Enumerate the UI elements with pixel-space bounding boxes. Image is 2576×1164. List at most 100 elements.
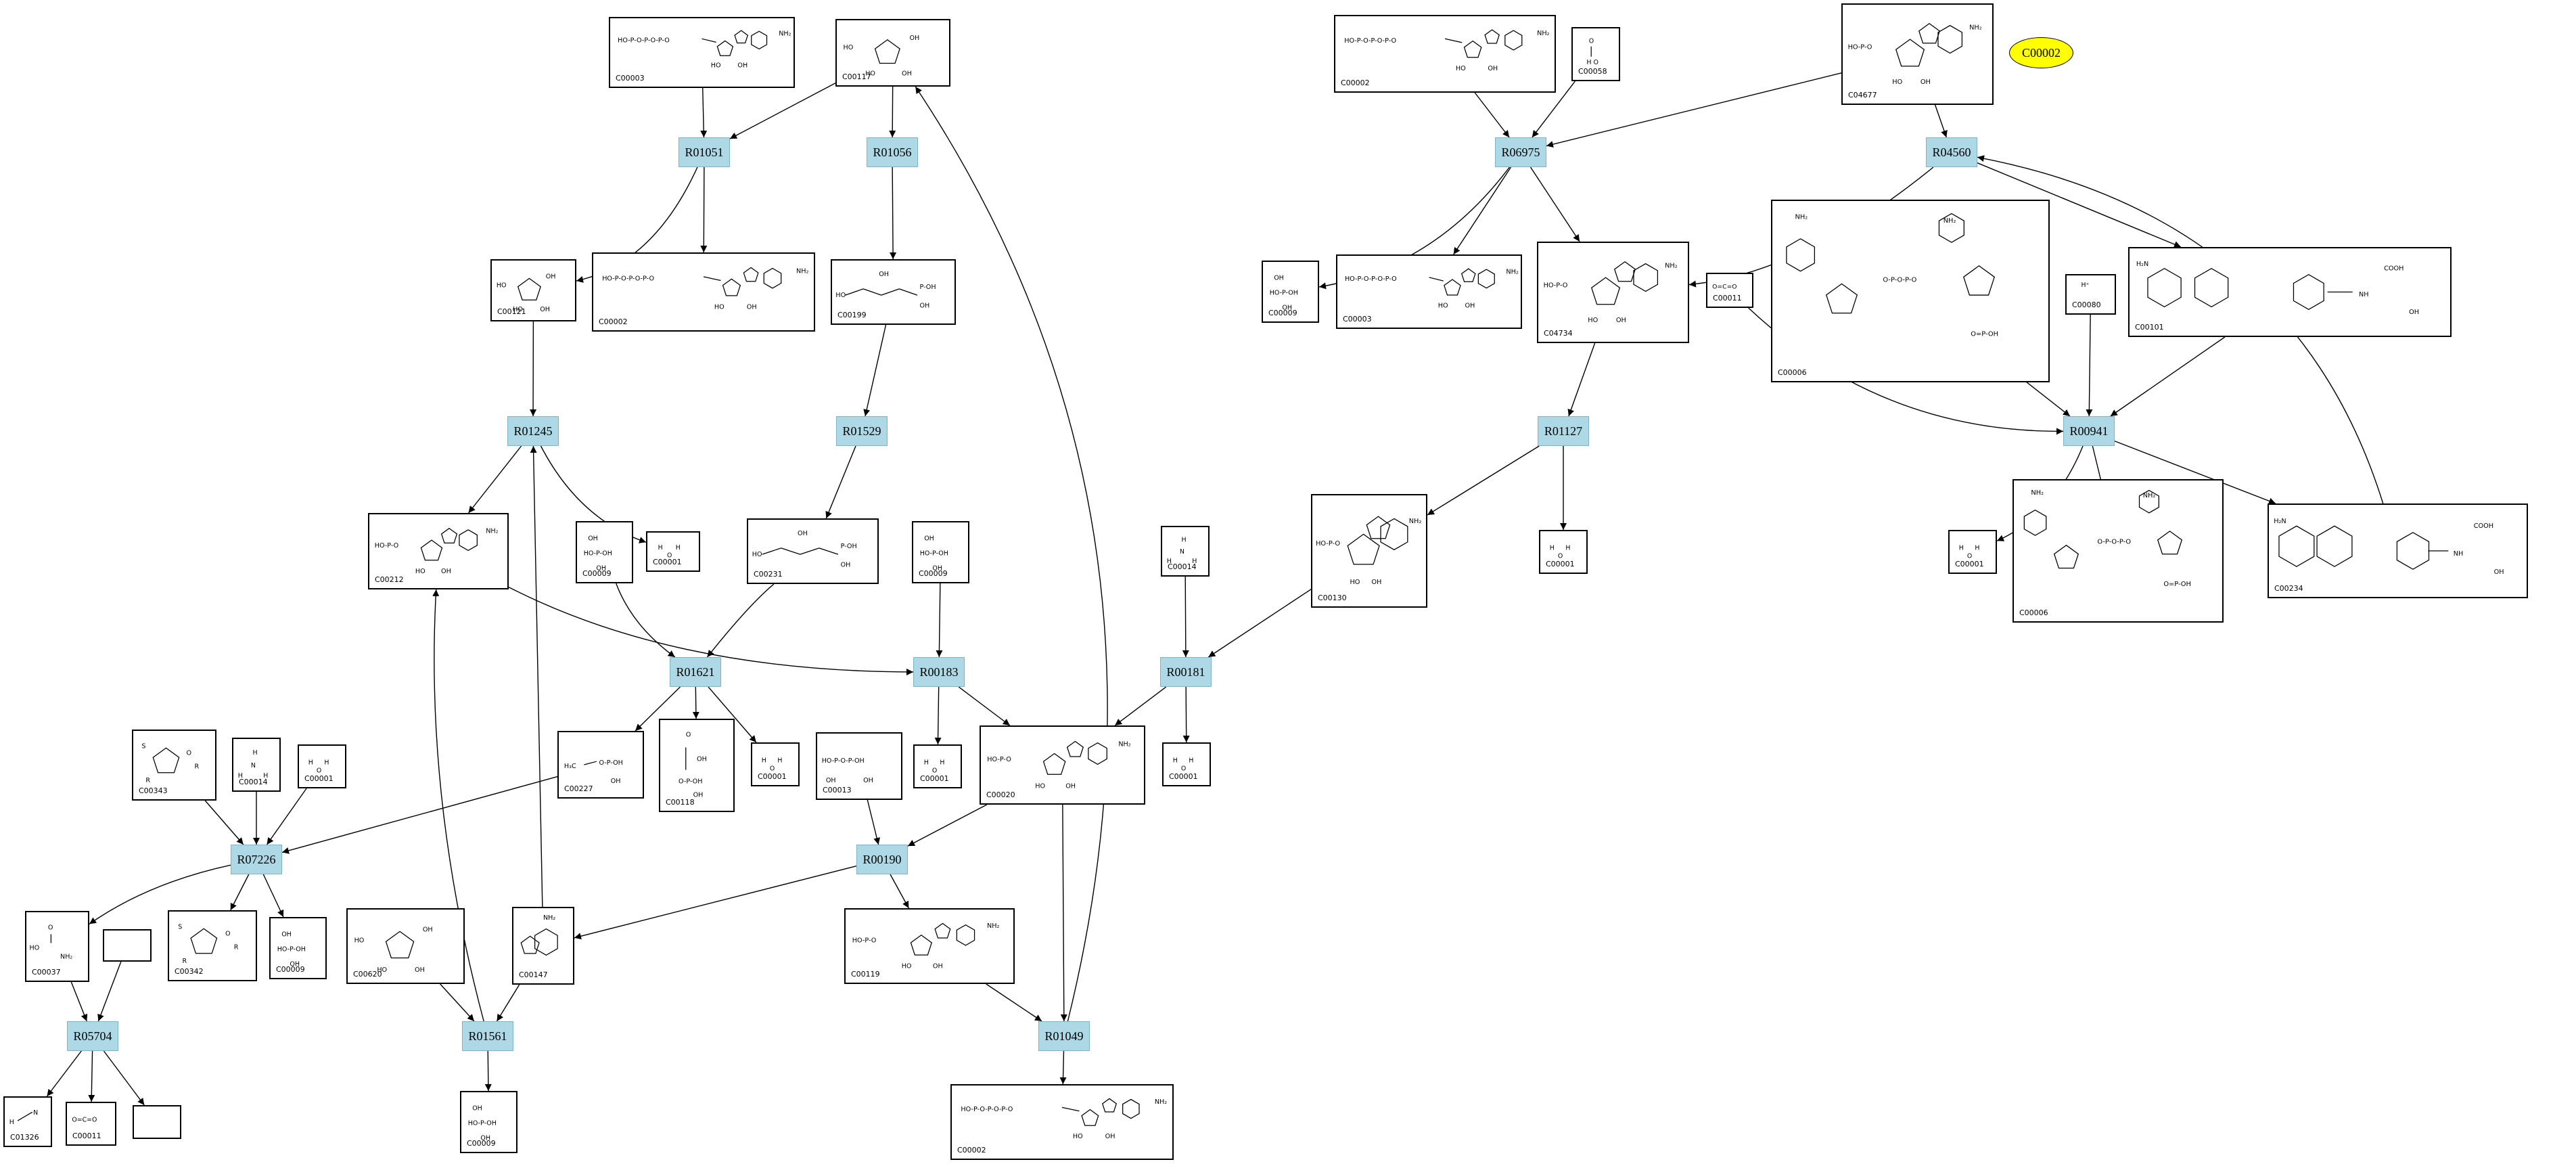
svg-text:H: H <box>1189 757 1193 764</box>
edge-n14a-R00181 <box>1182 576 1189 658</box>
compound-id-label: C00118 <box>666 798 695 807</box>
reaction-node-r01056[interactable]: R01056 <box>867 137 918 167</box>
compound-blank1[interactable] <box>103 929 152 962</box>
structure-drawing: O=C=O <box>1712 284 1736 291</box>
reaction-node-r01049[interactable]: R01049 <box>1038 1021 1090 1051</box>
svg-text:HO: HO <box>1035 782 1045 790</box>
svg-text:S: S <box>141 742 145 750</box>
svg-text:HO: HO <box>1438 302 1448 309</box>
svg-text:HO: HO <box>30 945 40 952</box>
edge-n199-R01529 <box>863 324 887 417</box>
compound-id-label: C00006 <box>1778 368 1807 377</box>
reaction-node-r00183[interactable]: R00183 <box>913 657 965 687</box>
svg-text:H O: H O <box>1586 59 1598 66</box>
edge-R01621-n227 <box>635 686 681 732</box>
reaction-node-r00941[interactable]: R00941 <box>2063 416 2115 446</box>
svg-text:OH: OH <box>826 777 836 784</box>
compound-blank2[interactable] <box>133 1105 181 1139</box>
svg-text:HO: HO <box>844 44 854 51</box>
reaction-node-r04560[interactable]: R04560 <box>1926 137 1977 167</box>
svg-text:OH: OH <box>588 535 598 542</box>
svg-text:NH₂: NH₂ <box>543 914 555 922</box>
reaction-node-r07226[interactable]: R07226 <box>231 845 282 874</box>
compound-id-label: C00014 <box>239 778 268 786</box>
svg-text:OH: OH <box>1274 274 1284 282</box>
reaction-node-r06975[interactable]: R06975 <box>1495 137 1546 167</box>
reaction-node-r01561[interactable]: R01561 <box>462 1021 513 1051</box>
svg-text:O: O <box>1589 37 1594 45</box>
reaction-node-r01621[interactable]: R01621 <box>670 657 721 687</box>
compound-id-label: C00006 <box>2019 608 2048 617</box>
reaction-node-r01051[interactable]: R01051 <box>678 137 730 167</box>
reaction-node-r05704[interactable]: R05704 <box>67 1021 118 1051</box>
svg-text:OH: OH <box>933 962 943 970</box>
svg-text:NH₂: NH₂ <box>779 30 791 37</box>
reaction-node-r00181[interactable]: R00181 <box>1160 657 1212 687</box>
svg-text:H: H <box>762 757 766 764</box>
svg-text:HO: HO <box>377 966 387 974</box>
edge-R00190-n147 <box>574 865 857 940</box>
reaction-node-r00190[interactable]: R00190 <box>856 845 908 874</box>
compound-n80a[interactable]: H⁺C00080 <box>2065 274 2116 315</box>
svg-text:OH: OH <box>281 931 292 938</box>
root-compound-ellipse[interactable]: C00002 <box>2009 37 2073 68</box>
svg-text:OH: OH <box>423 926 433 933</box>
svg-text:HO: HO <box>1456 65 1466 72</box>
reaction-node-r01127[interactable]: R01127 <box>1538 416 1589 446</box>
reaction-node-r01529[interactable]: R01529 <box>836 416 888 446</box>
reaction-node-r01245[interactable]: R01245 <box>507 416 559 446</box>
svg-text:H₂N: H₂N <box>2274 518 2286 525</box>
compound-id-label: C00003 <box>1343 315 1372 323</box>
svg-text:H: H <box>263 772 268 780</box>
